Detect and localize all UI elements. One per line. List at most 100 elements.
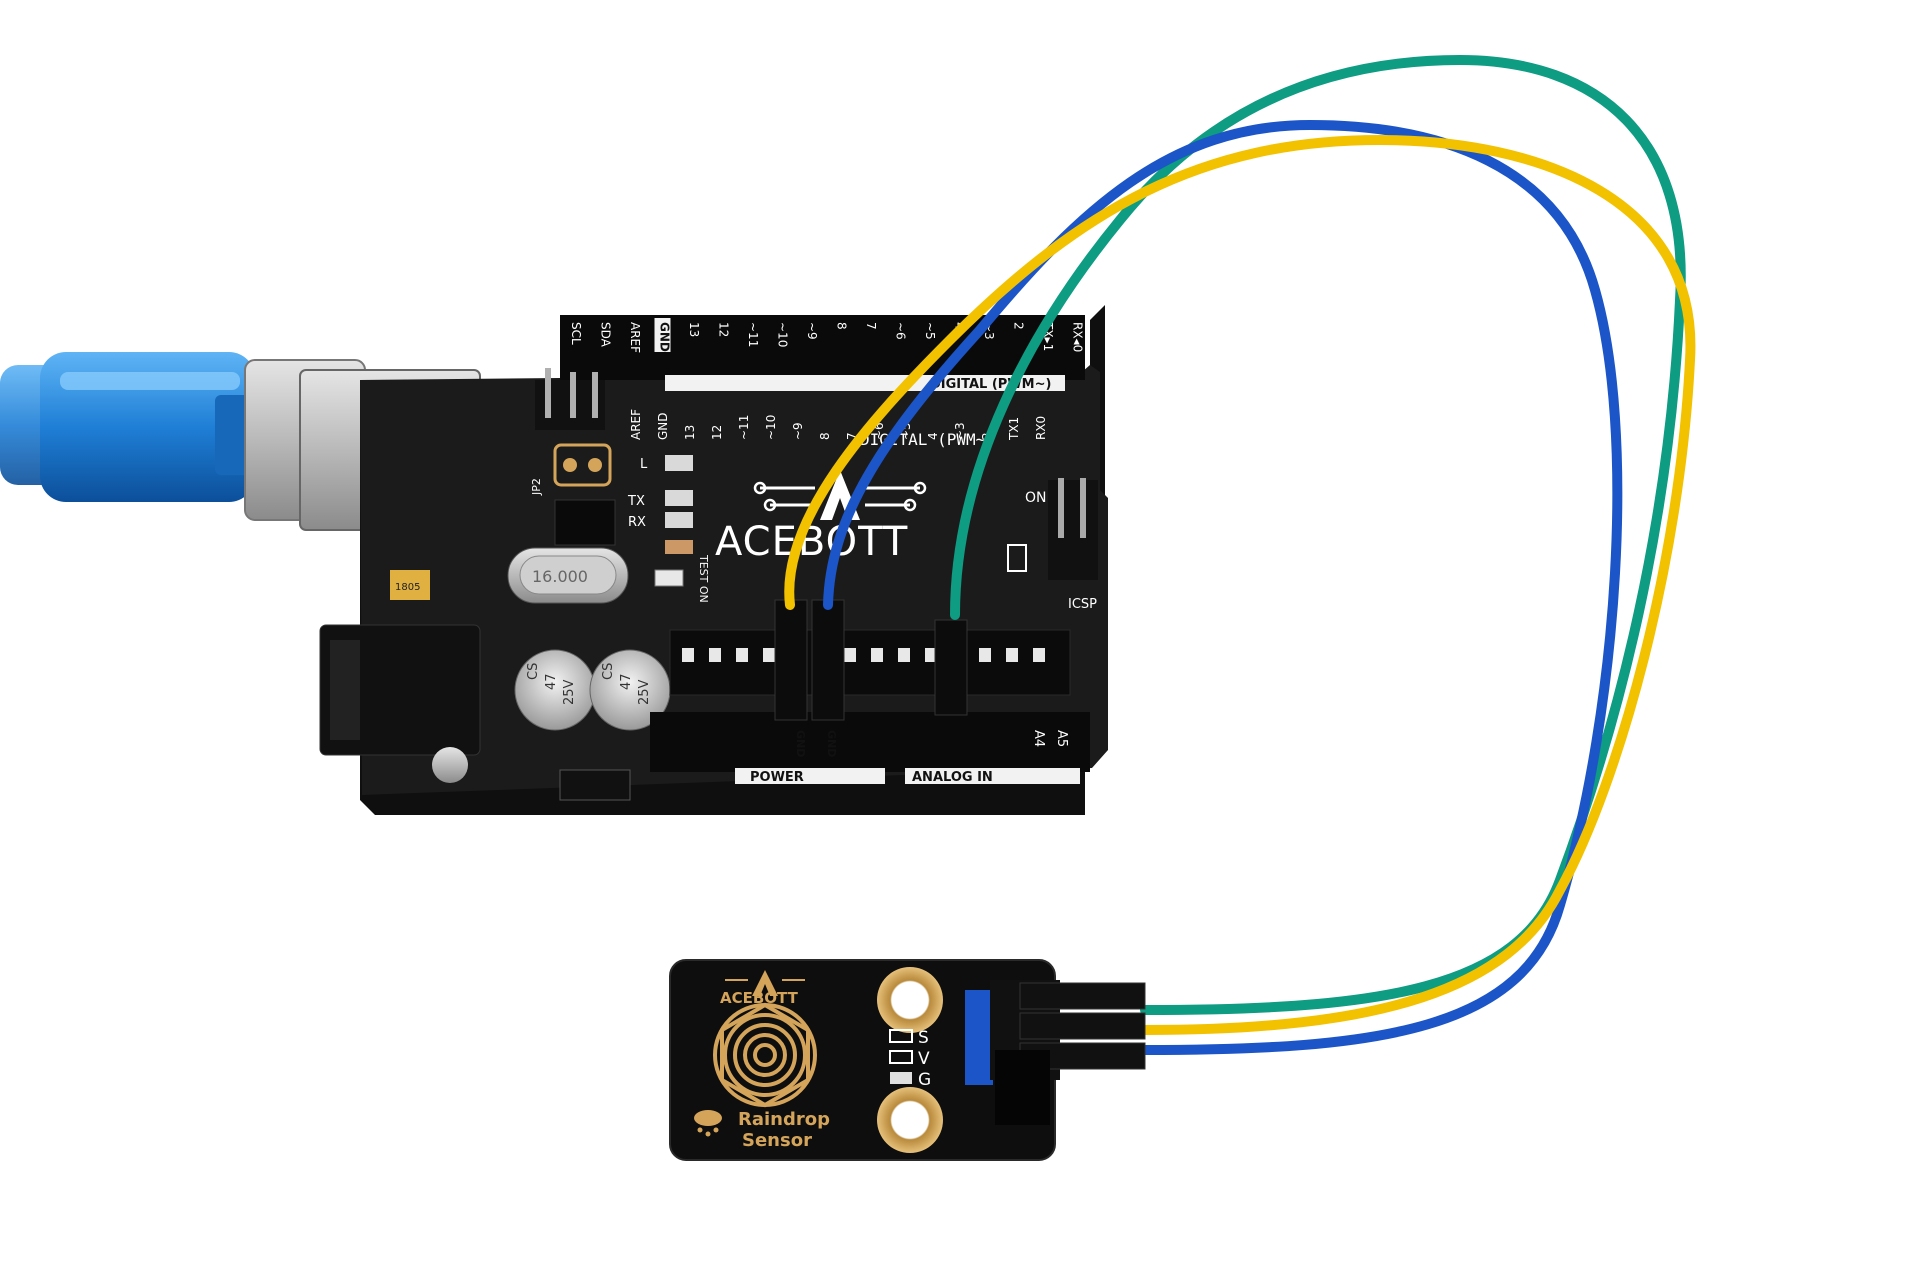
bottom-pin-a4: A4 [1031, 730, 1046, 747]
led-tx-label: TX [627, 494, 645, 509]
led-rx-label: RX [628, 515, 646, 530]
usb-chip [554, 499, 616, 546]
ic-pin [1006, 648, 1018, 662]
sensor-pin-g: G [918, 1070, 931, 1090]
sensor-title-line2: Sensor [742, 1130, 812, 1151]
ic-pin [844, 648, 856, 662]
ic-pin [871, 648, 883, 662]
inner-pin-label: AREF [629, 409, 643, 440]
status-leds: L TX RX TEST ON [627, 455, 710, 603]
analog-label-bar [905, 768, 1080, 784]
icsp-label: ICSP [1068, 597, 1097, 612]
top-pin-label: RX◂0 [1071, 322, 1085, 352]
inner-pin-label: ~9 [791, 422, 805, 440]
dc-jack [319, 624, 481, 783]
fuse-label: 1805 [395, 582, 420, 593]
cap1-cs: CS [526, 663, 541, 680]
inner-pin-label: RX0 [1034, 416, 1048, 440]
inner-pin-label: 4 [926, 432, 940, 440]
top-pin-label: ~10 [776, 322, 790, 347]
sensor-brand: ACEBOTT [720, 989, 799, 1007]
sensing-pattern [713, 1002, 817, 1108]
digital-label-top: DIGITAL (PWM~) [930, 377, 1051, 392]
ic-pin [709, 648, 721, 662]
ic-pin [736, 648, 748, 662]
top-pin-label: ~11 [746, 322, 760, 347]
bottom-pin-header [650, 712, 1090, 772]
cap2-cs: CS [601, 663, 616, 680]
ic-pin [925, 648, 937, 662]
top-pin-label: ~5 [923, 322, 937, 340]
jp2-pads: JP2 [530, 443, 612, 496]
board-logo: ACEBOTT [715, 470, 927, 565]
ic-pin [979, 648, 991, 662]
dupont-headers-board [774, 599, 968, 721]
mounting-hole-bottom [877, 1087, 943, 1153]
top-pin-label: GND [658, 322, 672, 352]
sensor-pin-v: V [918, 1049, 930, 1069]
top-pin-header [560, 315, 1085, 380]
capacitor-1: CS 47 25V [514, 649, 596, 731]
sensor-title-line1: Raindrop [738, 1109, 830, 1130]
digital-label-bar [665, 375, 1065, 391]
wire-yellow [784, 134, 1696, 1035]
usb-cable [0, 352, 260, 502]
digital-label-inner: DIGITAL (PWM~) [860, 430, 995, 449]
inner-pin-label: 7 [845, 432, 859, 440]
cap2-25v: 25V [637, 679, 652, 705]
fuse: 1805 [390, 570, 430, 600]
sensor-pin-s: S [918, 1028, 929, 1048]
bottom-pin-gnd2: GND [825, 730, 838, 757]
mounting-hole-top [877, 967, 943, 1033]
inner-pin-label: ~11 [737, 415, 751, 440]
cap2-47: 47 [619, 673, 634, 690]
power-label: POWER [750, 770, 804, 785]
inner-pin-label: GND [656, 412, 670, 440]
top-pin-label: 13 [687, 322, 701, 337]
jp2-label: JP2 [530, 478, 543, 496]
crystal: 16.000 [507, 547, 629, 604]
top-pin-label: ~6 [894, 322, 908, 340]
icsp-header-left [535, 368, 605, 430]
test-on-label: TEST ON [697, 554, 710, 603]
sensor-pin-header [965, 990, 993, 1085]
analog-label: ANALOG IN [912, 770, 993, 785]
top-pin-label: SDA [599, 322, 613, 348]
ic-pin [1033, 648, 1045, 662]
inner-pin-label: 13 [683, 425, 697, 440]
bottom-pin-gnd1: GND [794, 730, 807, 757]
capacitor-2: CS 47 25V [589, 649, 671, 731]
inner-pin-label: 12 [710, 425, 724, 440]
top-pin-label: 7 [864, 322, 878, 330]
cloud-rain-icon [694, 1110, 722, 1137]
power-label-bar [735, 768, 885, 784]
gnd-highlight [654, 318, 671, 352]
top-pin-label: 2 [1012, 322, 1026, 330]
inner-pin-label: ~3 [953, 422, 967, 440]
ic-pin [898, 648, 910, 662]
inner-pin-label: ~10 [764, 415, 778, 440]
crystal-label: 16.000 [532, 567, 588, 586]
top-pin-label: ~9 [805, 322, 819, 340]
led-l-label: L [640, 457, 648, 472]
top-pin-label: AREF [628, 322, 642, 353]
top-pin-label: 8 [835, 322, 849, 330]
raindrop-sensor: ACEBOTT S V G Raindrop Sensor [669, 959, 1146, 1161]
bottom-pin-a5: A5 [1054, 730, 1069, 747]
right-icsp-header: ON ICSP [1007, 478, 1098, 612]
ic-pin [682, 648, 694, 662]
cap1-25v: 25V [562, 679, 577, 705]
on-label: ON [1025, 490, 1047, 506]
main-ic [669, 629, 1071, 696]
board-brand: ACEBOTT [715, 519, 908, 565]
inner-pin-label: TX1 [1007, 417, 1021, 441]
inner-pin-label: 8 [818, 432, 832, 440]
jumper-wires [784, 54, 1696, 1055]
wire-blue [823, 119, 1623, 1055]
ic-pin [763, 648, 775, 662]
cap1-47: 47 [544, 673, 559, 690]
top-pin-label: SCL [569, 322, 583, 345]
